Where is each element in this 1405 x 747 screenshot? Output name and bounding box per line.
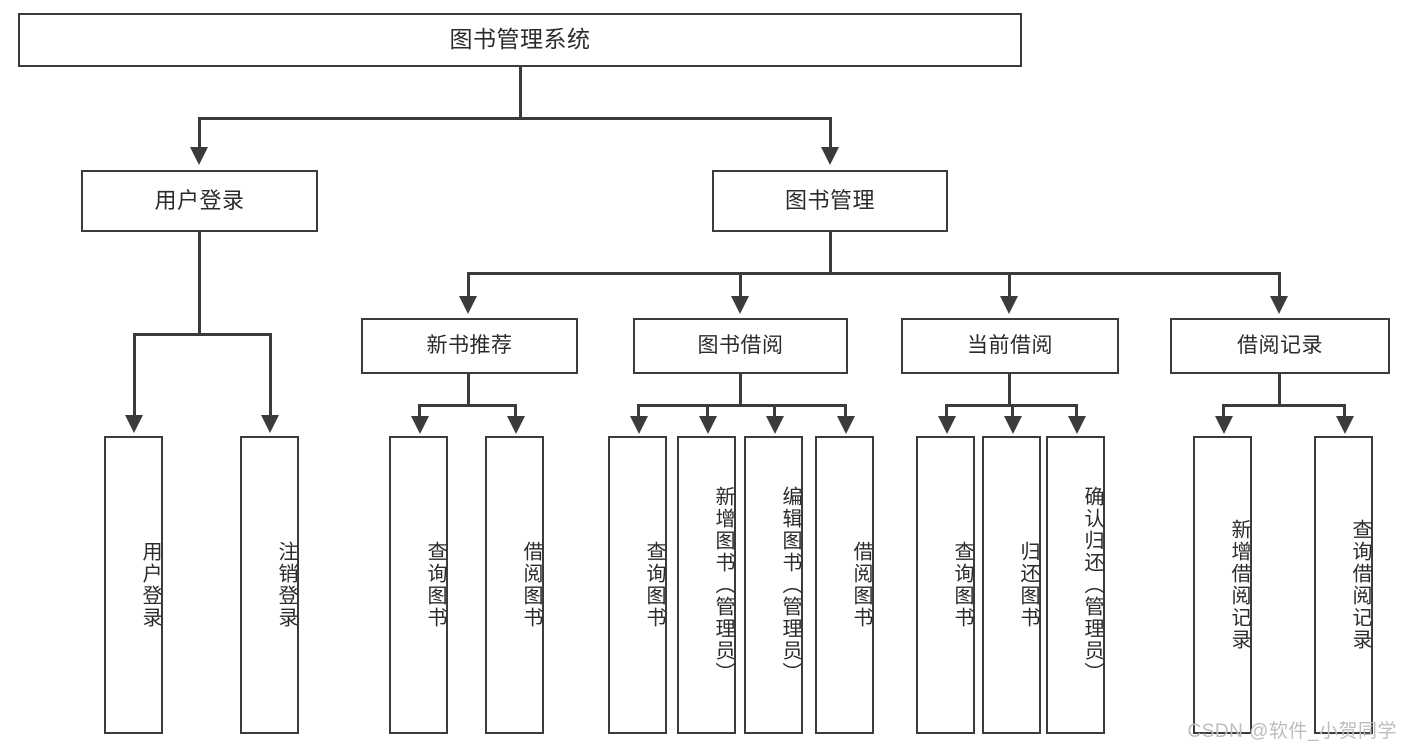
connector-user-login-drop-2	[269, 333, 272, 417]
arrowhead-to-new-book-recommend	[459, 296, 477, 314]
node-new-book-recommend[interactable]: 新书推荐	[361, 318, 578, 374]
arrowhead-leaf-add-book-admin	[699, 416, 717, 434]
node-current-borrow[interactable]: 当前借阅	[901, 318, 1119, 374]
leaf-logout-login[interactable]: 注销登录	[240, 436, 299, 734]
connector-level2-bar	[198, 117, 832, 120]
node-borrow-record[interactable]: 借阅记录	[1170, 318, 1390, 374]
connector-book-borrow-drop-4	[844, 404, 847, 418]
connector-borrow-record-drop-2	[1343, 404, 1346, 418]
connector-to-book-borrow	[739, 272, 742, 298]
connector-book-borrow-stem	[739, 374, 742, 406]
arrowhead-leaf-query-book-2	[630, 416, 648, 434]
arrowhead-leaf-borrow-book-1	[507, 416, 525, 434]
connector-to-book-manage	[829, 117, 832, 149]
node-book-manage[interactable]: 图书管理	[712, 170, 948, 232]
leaf-query-book-1[interactable]: 查询图书	[389, 436, 448, 734]
connector-current-borrow-drop-1	[945, 404, 948, 418]
leaf-add-book-admin[interactable]: 新增图书（管理员）	[677, 436, 736, 734]
arrowhead-to-book-borrow	[731, 296, 749, 314]
arrowhead-leaf-confirm-return-admin	[1068, 416, 1086, 434]
leaf-user-login[interactable]: 用户登录	[104, 436, 163, 734]
connector-new-book-drop-1	[418, 404, 421, 418]
arrowhead-leaf-add-borrow-record	[1215, 416, 1233, 434]
connector-book-borrow-drop-3	[773, 404, 776, 418]
leaf-edit-book-admin[interactable]: 编辑图书（管理员）	[744, 436, 803, 734]
connector-current-borrow-stem	[1008, 374, 1011, 406]
arrowhead-to-user-login	[190, 147, 208, 165]
connector-current-borrow-drop-2	[1011, 404, 1014, 418]
arrowhead-leaf-query-book-1	[411, 416, 429, 434]
node-book-borrow[interactable]: 图书借阅	[633, 318, 848, 374]
connector-user-login-drop-1	[133, 333, 136, 417]
connector-book-borrow-bar	[637, 404, 847, 407]
connector-book-borrow-drop-1	[637, 404, 640, 418]
connector-user-login-bar	[133, 333, 271, 336]
arrowhead-leaf-edit-book-admin	[766, 416, 784, 434]
arrowhead-leaf-return-book	[1004, 416, 1022, 434]
connector-to-user-login	[198, 117, 201, 149]
connector-new-book-bar	[418, 404, 517, 407]
connector-root-stem	[519, 67, 522, 119]
arrowhead-leaf-borrow-book-2	[837, 416, 855, 434]
leaf-return-book[interactable]: 归还图书	[982, 436, 1041, 734]
arrowhead-leaf-query-book-3	[938, 416, 956, 434]
arrowhead-leaf-user-login	[125, 415, 143, 433]
connector-to-borrow-record	[1278, 272, 1281, 298]
leaf-borrow-book-1[interactable]: 借阅图书	[485, 436, 544, 734]
arrowhead-to-book-manage	[821, 147, 839, 165]
node-user-login[interactable]: 用户登录	[81, 170, 318, 232]
leaf-query-book-2[interactable]: 查询图书	[608, 436, 667, 734]
node-root-system[interactable]: 图书管理系统	[18, 13, 1022, 67]
arrowhead-leaf-logout-login	[261, 415, 279, 433]
arrowhead-to-current-borrow	[1000, 296, 1018, 314]
connector-borrow-record-bar	[1222, 404, 1346, 407]
connector-to-new-book-recommend	[467, 272, 470, 298]
connector-current-borrow-drop-3	[1075, 404, 1078, 418]
leaf-query-borrow-record[interactable]: 查询借阅记录	[1314, 436, 1373, 734]
connector-book-borrow-drop-2	[706, 404, 709, 418]
leaf-query-book-3[interactable]: 查询图书	[916, 436, 975, 734]
connector-level3-bar	[467, 272, 1281, 275]
arrowhead-to-borrow-record	[1270, 296, 1288, 314]
connector-to-current-borrow	[1008, 272, 1011, 298]
connector-new-book-stem	[467, 374, 470, 406]
connector-borrow-record-stem	[1278, 374, 1281, 406]
leaf-add-borrow-record[interactable]: 新增借阅记录	[1193, 436, 1252, 734]
leaf-confirm-return-admin[interactable]: 确认归还（管理员）	[1046, 436, 1105, 734]
leaf-borrow-book-2[interactable]: 借阅图书	[815, 436, 874, 734]
connector-new-book-drop-2	[514, 404, 517, 418]
connector-borrow-record-drop-1	[1222, 404, 1225, 418]
connector-user-login-stem	[198, 232, 201, 335]
arrowhead-leaf-query-borrow-record	[1336, 416, 1354, 434]
connector-book-manage-stem	[829, 232, 832, 274]
